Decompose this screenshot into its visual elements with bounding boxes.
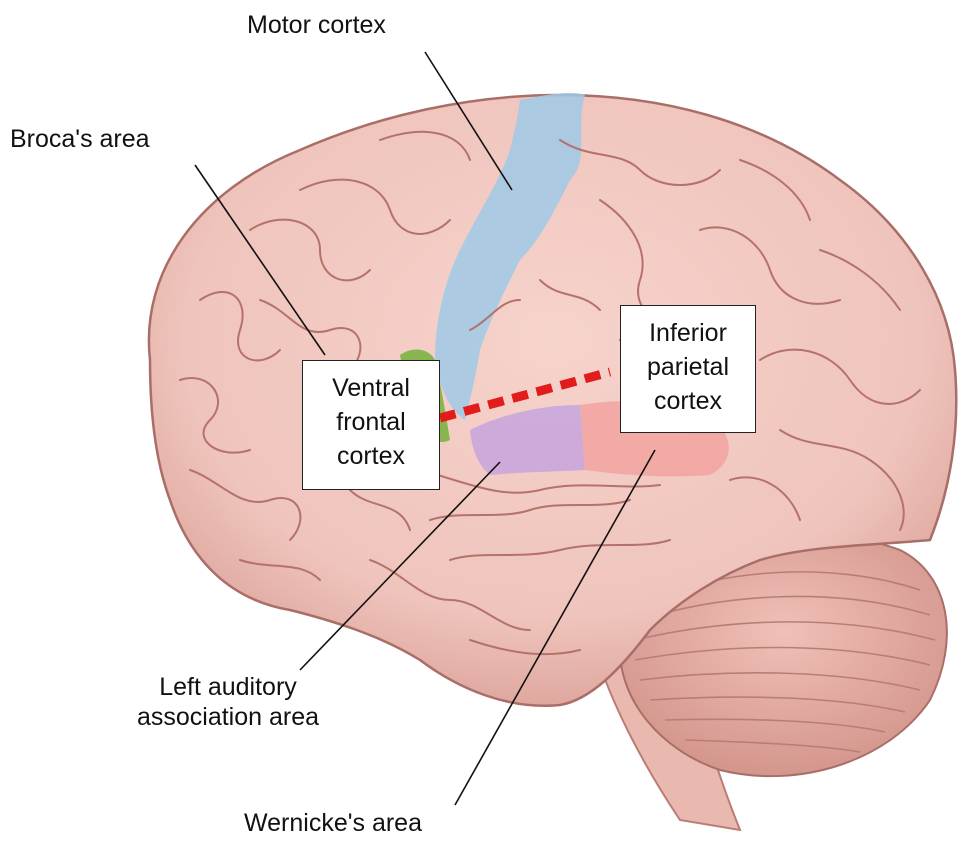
box-inferior-parietal-cortex: Inferior parietal cortex <box>620 305 756 433</box>
label-left-auditory-line2: association area <box>108 702 348 732</box>
label-wernickes-area: Wernicke's area <box>244 808 422 838</box>
label-left-auditory-association-area: Left auditory association area <box>108 672 348 732</box>
box-ventral-frontal-line3: cortex <box>303 439 439 473</box>
box-inferior-parietal-line1: Inferior <box>621 316 755 350</box>
box-ventral-frontal-cortex: Ventral frontal cortex <box>302 360 440 490</box>
label-left-auditory-line1: Left auditory <box>108 672 348 702</box>
box-ventral-frontal-line1: Ventral <box>303 371 439 405</box>
box-inferior-parietal-line3: cortex <box>621 384 755 418</box>
box-inferior-parietal-line2: parietal <box>621 350 755 384</box>
label-motor-cortex: Motor cortex <box>247 10 386 40</box>
label-brocas-area: Broca's area <box>10 124 150 154</box>
box-ventral-frontal-line2: frontal <box>303 405 439 439</box>
